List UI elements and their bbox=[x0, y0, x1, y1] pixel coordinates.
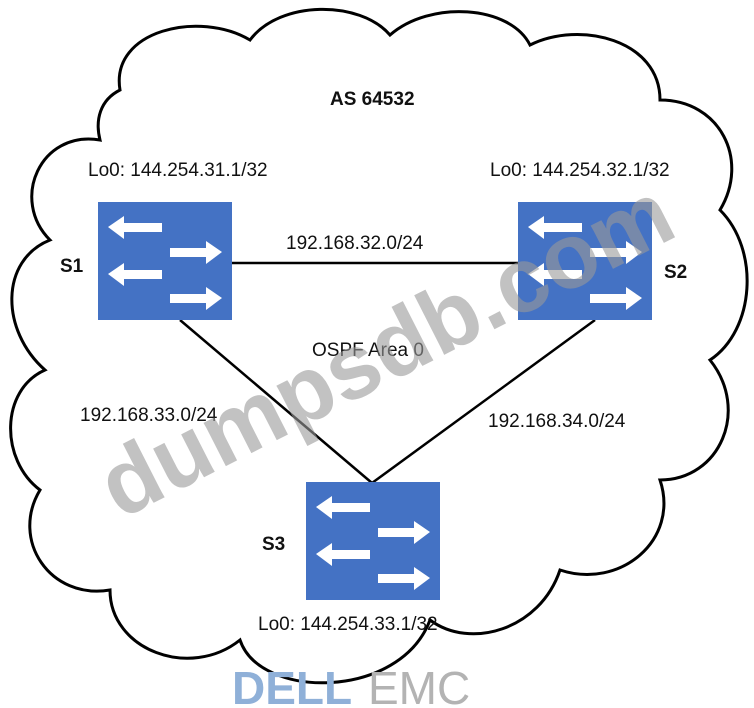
link-s2-s3 bbox=[371, 318, 596, 485]
link-s1-s2-subnet: 192.168.32.0/24 bbox=[286, 233, 424, 254]
logo-dell: DELL bbox=[232, 662, 352, 708]
switch-icon-s3[interactable] bbox=[306, 482, 440, 600]
switch-icon-s1[interactable] bbox=[98, 202, 232, 320]
link-s2-s3-subnet: 192.168.34.0/24 bbox=[488, 411, 626, 432]
link-s1-s3 bbox=[179, 319, 373, 484]
s2-loopback: Lo0: 144.254.32.1/32 bbox=[490, 160, 670, 181]
logo-emc: EMC bbox=[368, 662, 470, 708]
s1-loopback: Lo0: 144.254.31.1/32 bbox=[88, 160, 268, 181]
as-label: AS 64532 bbox=[330, 89, 415, 110]
s1-name: S1 bbox=[60, 256, 84, 277]
link-s1-s3-subnet: 192.168.33.0/24 bbox=[80, 405, 218, 426]
as-cloud bbox=[9, 7, 749, 685]
ospf-area-label: OSPF Area 0 bbox=[312, 340, 424, 361]
s2-name: S2 bbox=[664, 262, 687, 283]
s3-loopback: Lo0: 144.254.33.1/32 bbox=[258, 614, 438, 635]
s3-name: S3 bbox=[262, 534, 285, 555]
